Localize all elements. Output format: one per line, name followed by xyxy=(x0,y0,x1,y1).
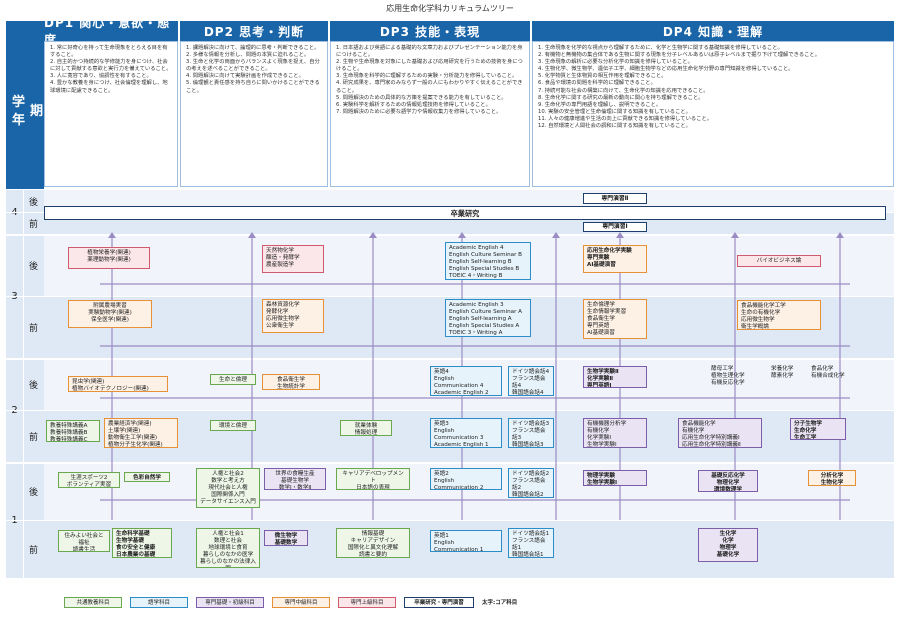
legend-item-basic: 専門基礎・初級科目 xyxy=(196,596,264,608)
year-header-char-2: 年 xyxy=(12,113,26,128)
course-y1-late-dp3-a: キャリアデベロップメント 日本語の表現 科学的情報探索 xyxy=(336,468,410,490)
course-y2-early-dp1-a: 教養特殊講義A 教養特殊講義B 教養特殊講義C xyxy=(46,420,100,442)
course-y1-early-dp2-b: 微生物学 基礎数学 xyxy=(264,530,308,546)
legend-item-language: 語学科目 xyxy=(130,596,188,608)
course-y1-late-dp4-c: 分析化学 生物化学 xyxy=(808,470,856,486)
legend-note-bold-core: 太字:コア科目 xyxy=(482,600,518,606)
course-y2-early-dp4-b: 食品機能化学 有機化学 応用生命化学特別講義Ⅰ 応用生命化学特別講義Ⅱ xyxy=(678,418,762,448)
course-y3-early-dp1: 附属農場実習 実験動物学(関連) 保全医学(関連) xyxy=(68,300,152,328)
semester-2-late: 後 xyxy=(28,380,38,391)
course-y3-early-dp3: Academic English 3 English Culture Semin… xyxy=(445,299,531,337)
course-y2-early-dp2: 環境と倫理 xyxy=(210,420,256,431)
course-y2-late-dp3-b: ドイツ語会話4 フランス語会話4 韓国語会話4 中国語会話4 xyxy=(508,366,554,396)
row-separator xyxy=(6,462,894,464)
course-y1-late-dp1-a: 生涯スポーツ2 ボランティア実習 xyxy=(58,472,120,488)
course-y1-late-dp4-b: 基礎反応化学 物理化学 環境数理学 xyxy=(698,470,758,492)
course-y1-late-dp2-a: 人権と社会2 数学と考え方 現代社会と人権 国際関係入門 データサイエンス入門 xyxy=(196,468,260,508)
description-dp3: 1. 日本語および英語による基礎的な文章力およびプレゼンテーション能力を身につけ… xyxy=(330,41,530,187)
semester-2-early: 前 xyxy=(28,432,38,443)
course-y1-late-dp1-b: 色彩自然学 xyxy=(124,472,170,482)
course-y2-late-dp4-a: 生物学実験Ⅱ 化学実験Ⅱ 専門英語Ⅰ xyxy=(583,366,647,388)
legend-item-intermediate: 専門中級科目 xyxy=(272,596,330,608)
legend-item-advanced: 専門上級科目 xyxy=(338,596,396,608)
semester-3-late: 後 xyxy=(28,261,38,272)
row-separator xyxy=(6,234,894,236)
course-y1-early-dp3-a: 情報基礎 キャリアデザイン 国際化と異文化理解 読書と要約 xyxy=(336,528,410,558)
semester-1-late: 後 xyxy=(28,487,38,498)
course-y3-early-dp4-b: 食品機能化学工学 生命の有機化学 応用微生物学 衛生学概論 xyxy=(737,300,821,330)
course-y2-early-dp3-b: 英語3 English Communication 3 Academic Eng… xyxy=(430,418,502,448)
semester-header: 期 xyxy=(30,104,44,119)
course-y2-early-dp4-c: 分子生物学 生命化学 生命工学 xyxy=(790,418,846,440)
legend: 共通教養科目 語学科目 専門基礎・初級科目 専門中級科目 専門上級科目 卒業研究… xyxy=(64,596,517,608)
column-separator xyxy=(23,190,24,578)
course-y3-late-dp2: 天然物化学 醸造・発酵学 農産製造学 xyxy=(262,245,324,273)
course-y2-early-dp3-a: 就業体験 情報処理 xyxy=(340,420,392,436)
course-y2-early-dp3-c: ドイツ語会話3 フランス語会話3 韓国語会話3 中国語会話3 xyxy=(508,418,554,448)
course-y1-early-dp4: 生化学 化学 物理学 基礎化学 xyxy=(698,528,758,562)
row-separator xyxy=(6,520,894,521)
course-y2-early-dp1-b: 農業経済学(関連) 土壌学(関連) 動物衛生工学(関連) 植物分子生化学(関連) xyxy=(104,418,178,448)
column-header-dp3: DP3 技能・表現 xyxy=(330,21,530,41)
column-header-dp1: DP1 関心・意欲・態度 xyxy=(44,16,178,47)
course-y2-late-dp2-b: 食品衛生学 生物統計学 xyxy=(262,374,320,390)
course-y2-early-dp4-a: 有機機器分析学 有機化学 化学実験Ⅰ 生物学実験Ⅰ xyxy=(583,418,647,448)
course-y1-late-dp4-a: 物理学実験 生物学実験Ⅰ xyxy=(583,470,647,486)
course-y1-late-dp3-b: 英語2 English Communication 2 海外語学研修(英語) xyxy=(430,468,502,490)
semester-1-early: 前 xyxy=(28,545,38,556)
legend-item-graduation: 卒業研究・専門演習 xyxy=(404,596,474,608)
year-semester-header: 学 年 期 xyxy=(6,21,44,189)
course-y1-late-dp2-b: 世界の食糧生産 基礎生物学 数学Ⅰ・数学Ⅱ xyxy=(264,468,326,490)
course-y3-late-dp4-b: バイオビジネス論 xyxy=(737,255,821,267)
course-y3-late-dp4-a: 応用生命化学実験 専門実験 AI基礎演習 xyxy=(583,245,647,273)
course-y2-late-dp1: 昆虫学(関連) 植物バイオテクノロジー(関連) xyxy=(68,376,168,392)
course-y1-early-dp2-a: 人権と社会1 数理と社会 地球環境と食育 暮らしのなかの医学 暮らしのなかの法律… xyxy=(196,528,260,568)
semester-4-early: 前 xyxy=(28,219,38,230)
course-y1-early-dp1-a: 住みよい社会と福祉 読書生活 生涯スポーツ1 xyxy=(58,530,110,552)
course-graduation-research: 卒業研究 xyxy=(44,206,886,220)
course-y1-early-dp3-b: 英語1 English Communication 1 海外語学研修(英語) xyxy=(430,530,502,552)
description-dp1: 1. 常に好奇心を持って生命現象をとらえる目を有すること。 2. 自主的かつ持続… xyxy=(44,41,178,187)
row-separator xyxy=(6,358,894,360)
course-y3-early-dp4-a: 生命倫理学 生命情報学実習 食品衛生学 専門英語 AI基礎演習 xyxy=(583,299,647,339)
legend-item-common-liberal-arts: 共通教養科目 xyxy=(64,596,122,608)
course-y3-early-dp2: 森林資源化学 発酵化学 応用微生物学 公衆衛生学 xyxy=(262,299,324,333)
course-y2-late-dp3-a: 英語4 English Communication 4 Academic Eng… xyxy=(430,366,502,396)
row-separator xyxy=(6,410,894,411)
course-y1-late-dp3-c: ドイツ語会話2 フランス語会話2 韓国語会話2 中国語会話2 xyxy=(508,468,554,498)
page-title: 応用生命化学科カリキュラムツリー xyxy=(386,4,514,13)
column-header-dp2: DP2 思考・判断 xyxy=(180,21,328,41)
course-y2-late-dp4-c: 栄養化学 酵素化学 xyxy=(771,366,794,379)
course-senmon-enshu-1: 専門演習Ⅰ xyxy=(583,222,647,232)
description-dp4: 1. 生命現象を化学的な視点から理解するために、化学と生物学に関する基礎知識を修… xyxy=(532,41,894,187)
row-separator xyxy=(6,296,894,297)
course-y2-late-dp4-b: 酵母工学 植物生理化学 有機反応化学 xyxy=(711,366,745,386)
course-y2-late-dp4-d: 食品化学 有機合成化学 xyxy=(811,366,845,379)
year-header-char-1: 学 xyxy=(12,95,26,110)
description-dp2: 1. 課題解決に向けて、論理的に思考・判断できること。 2. 多様な情報を分析し… xyxy=(180,41,328,187)
course-y1-early-dp3-c: ドイツ語会話1 フランス語会話1 韓国語会話1 中国語会話1 xyxy=(508,528,554,558)
column-header-dp4: DP4 知識・理解 xyxy=(532,21,894,41)
course-y3-late-dp1: 植物栄養学(関連) 薬理動物学(関連) xyxy=(68,247,150,269)
year-semester-column xyxy=(6,190,44,578)
course-y2-late-dp2-a: 生命と倫理 xyxy=(210,374,256,385)
course-y3-late-dp3: Academic English 4 English Culture Semin… xyxy=(445,242,531,280)
semester-3-early: 前 xyxy=(28,323,38,334)
semester-4-late: 後 xyxy=(28,197,38,208)
course-senmon-enshu-2: 専門演習Ⅱ xyxy=(583,193,647,204)
course-y1-early-dp1-b: 生命科学基礎 生物学基礎 食の安全と健康 日本農業の基礎 xyxy=(112,528,172,558)
